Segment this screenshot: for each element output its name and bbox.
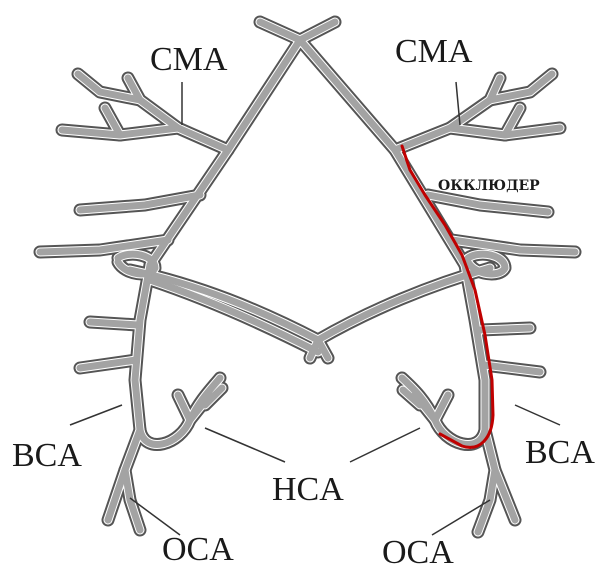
vessel-fill	[40, 22, 575, 532]
label-occluder: ОККЛЮДЕР	[438, 178, 540, 194]
label-bca-right: BCA	[525, 434, 595, 471]
label-oca-left: OCA	[162, 531, 234, 568]
label-oca-right: OCA	[382, 534, 454, 570]
label-hca: HCA	[272, 471, 344, 508]
label-cma-left: CMA	[150, 41, 228, 78]
label-bca-left: BCA	[12, 437, 82, 474]
label-cma-right: CMA	[395, 33, 473, 70]
